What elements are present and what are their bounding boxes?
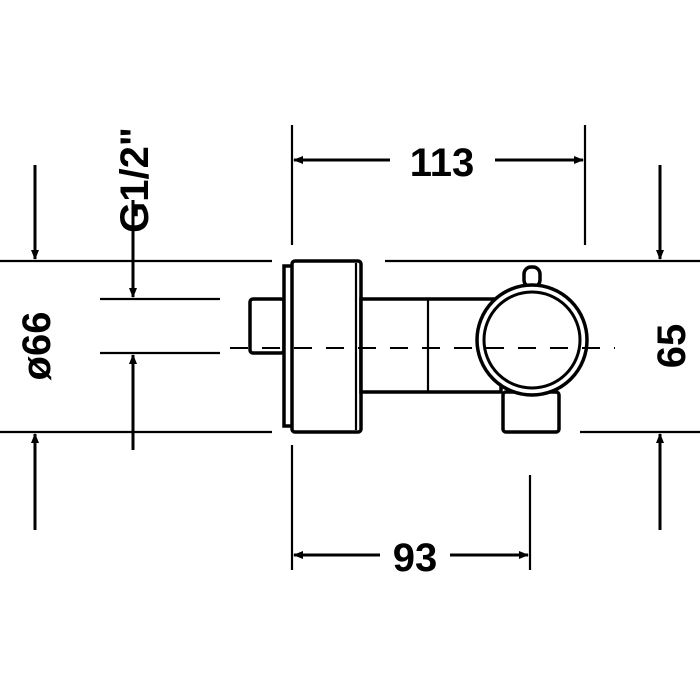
dimension-label: G1/2": [113, 127, 157, 233]
dimension-113: 113: [290, 125, 587, 245]
dimension-label: 65: [650, 324, 694, 369]
dimension-65: 65: [650, 165, 694, 530]
dimension-diameter-66: ø66: [15, 165, 59, 530]
dimension-93: 93: [290, 445, 532, 580]
outlet-fitting: [501, 390, 561, 434]
connector-ring: [475, 283, 589, 397]
thermostat-valve: [248, 259, 589, 434]
dimension-label: 113: [410, 141, 475, 185]
dimension-thread: G1/2": [100, 127, 220, 450]
handle-disk: [290, 259, 363, 434]
dimension-label: ø66: [15, 312, 59, 381]
dimension-label: 93: [393, 536, 438, 580]
knob-stem: [248, 297, 286, 355]
